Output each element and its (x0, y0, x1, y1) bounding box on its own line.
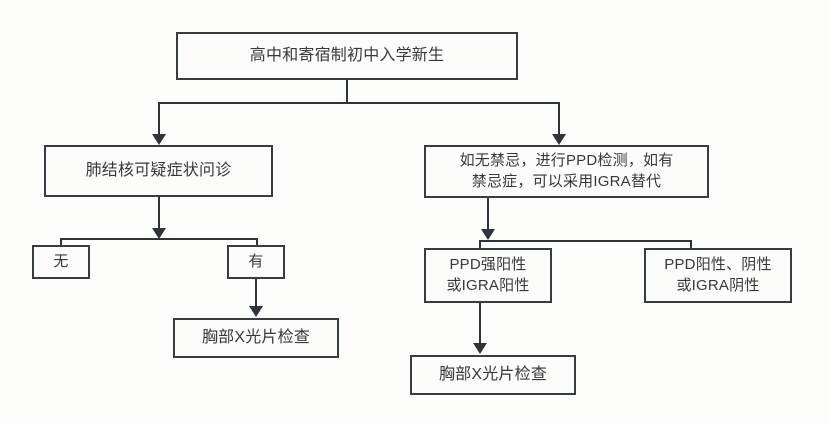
arrowhead-symptom-split (152, 228, 166, 239)
connector-has-to-xray (255, 279, 257, 309)
arrowhead-to-xray-left (249, 306, 263, 317)
arrowhead-ppd-split (481, 229, 495, 240)
connector-symptom-bus (60, 238, 258, 240)
connector-root-to-symptom (158, 102, 160, 136)
connector-ppd-to-strongpos (479, 240, 481, 249)
node-chest-xray-left: 胸部X光片检查 (173, 318, 339, 358)
node-symptom-present: 有 (227, 245, 285, 279)
node-tb-symptom-interview: 肺结核可疑症状问诊 (44, 145, 273, 197)
connector-root-to-ppd (558, 102, 560, 136)
arrowhead-to-xray-right (473, 343, 487, 354)
connector-symptom-to-none (60, 238, 62, 246)
connector-root-down (346, 80, 348, 104)
connector-symptom-down (158, 197, 160, 235)
connector-strongpos-to-xray (479, 303, 481, 345)
node-ppd-positive-or-negative: PPD阳性、阴性 或IGRA阴性 (644, 248, 792, 303)
connector-ppd-to-negative (690, 240, 692, 249)
arrowhead-to-ppd (552, 134, 566, 145)
connector-ppd-down (487, 198, 489, 236)
node-symptom-absent: 无 (32, 245, 90, 279)
node-entering-students: 高中和寄宿制初中入学新生 (176, 32, 518, 80)
arrowhead-to-symptom (152, 134, 166, 145)
connector-ppd-bus (479, 240, 692, 242)
connector-symptom-to-has (256, 238, 258, 246)
node-ppd-or-igra-test: 如无禁忌，进行PPD检测，如有 禁忌症，可以采用IGRA替代 (424, 145, 709, 198)
node-chest-xray-right: 胸部X光片检查 (410, 355, 576, 395)
connector-root-split-bus (158, 102, 560, 104)
node-ppd-strong-positive: PPD强阳性 或IGRA阳性 (424, 248, 552, 303)
